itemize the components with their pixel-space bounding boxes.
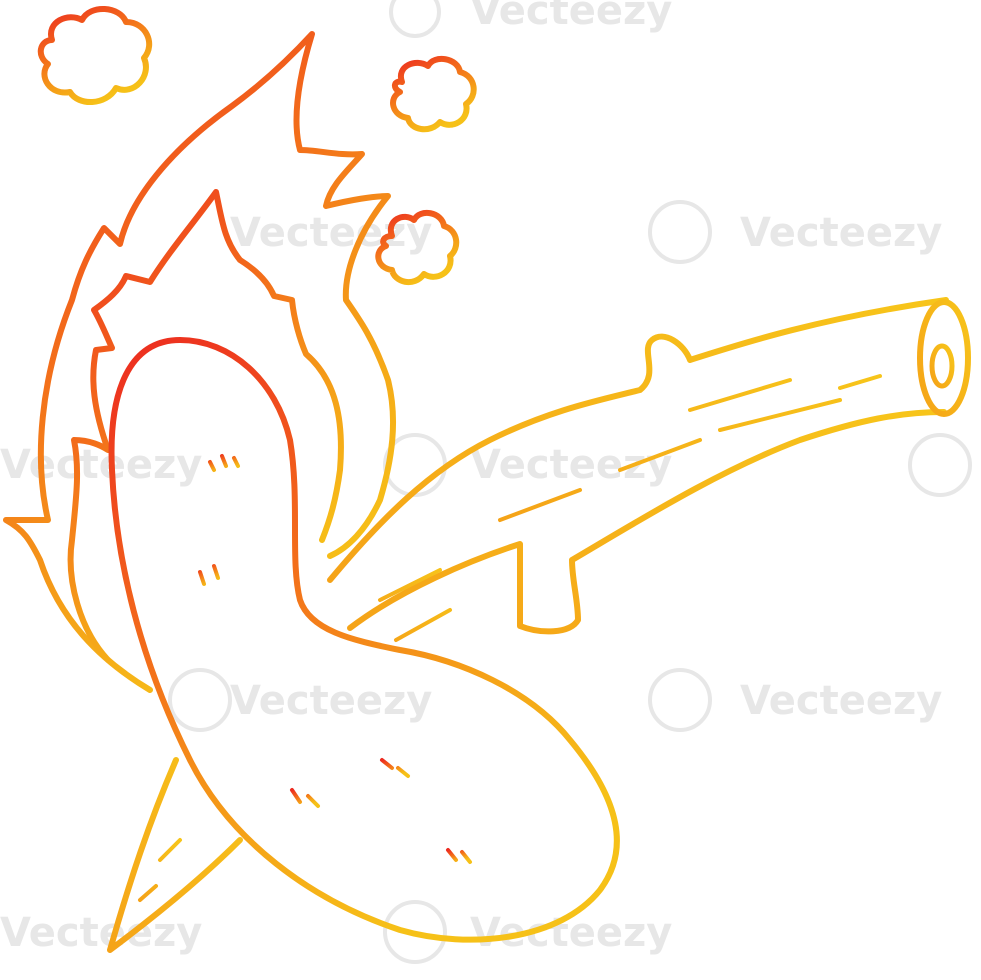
sausage-highlight bbox=[198, 564, 220, 586]
sausage-highlight bbox=[208, 454, 240, 472]
sausage bbox=[108, 337, 620, 943]
watermark-text: Vecteezy bbox=[740, 210, 942, 256]
stick-top-edge bbox=[327, 297, 949, 583]
smoke-puffs bbox=[37, 5, 477, 286]
sausage-outline bbox=[108, 337, 620, 943]
stick-end-ring bbox=[929, 343, 955, 389]
outer-flame bbox=[3, 31, 397, 693]
stick-grain bbox=[138, 838, 182, 902]
sausage-highlight bbox=[290, 788, 320, 808]
watermark-text: Vecteezy bbox=[740, 678, 942, 724]
stick-grain bbox=[378, 568, 452, 642]
roasting-stick bbox=[107, 297, 971, 953]
inner-flame bbox=[67, 189, 344, 663]
watermark: Vecteezy Vecteezy Vecteezy Vecteezy Vect… bbox=[0, 0, 972, 964]
stick-bottom-edge bbox=[347, 409, 947, 635]
flames bbox=[3, 31, 397, 693]
stick-end bbox=[917, 299, 971, 417]
sausage-highlight bbox=[380, 758, 410, 778]
watermark-text: Vecteezy bbox=[230, 678, 432, 724]
sausage-highlight bbox=[446, 848, 472, 864]
stick-grain bbox=[498, 374, 882, 522]
smoke-puff bbox=[37, 5, 153, 106]
watermark-text: Vecteezy bbox=[0, 910, 202, 956]
watermark-text: Vecteezy bbox=[470, 442, 672, 488]
smoke-puff bbox=[390, 55, 477, 133]
watermark-text: Vecteezy bbox=[0, 442, 202, 488]
stick-lower-tip bbox=[107, 757, 243, 953]
smoke-puff bbox=[375, 209, 460, 286]
watermark-text: Vecteezy bbox=[470, 0, 672, 34]
